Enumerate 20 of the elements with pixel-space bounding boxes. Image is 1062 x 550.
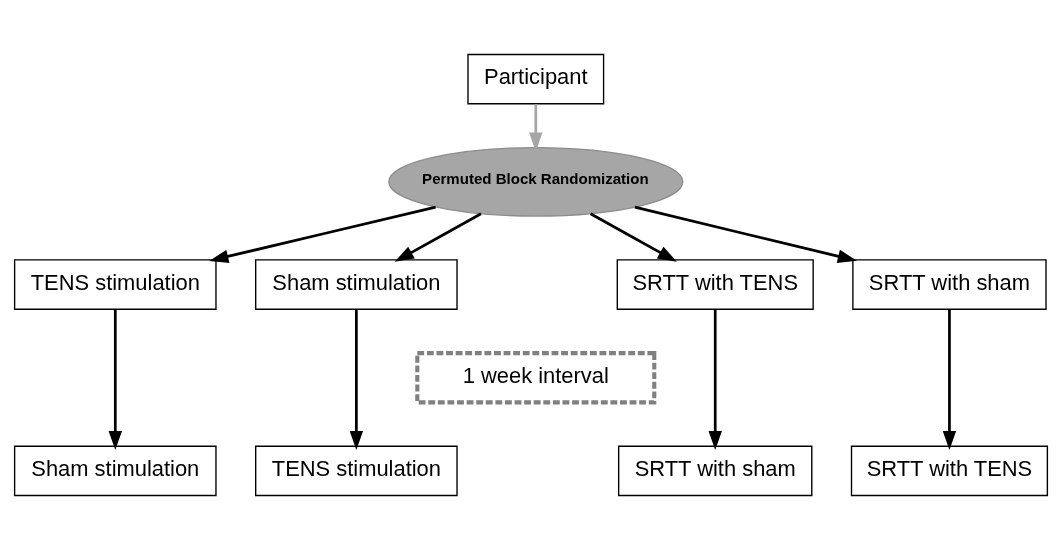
arrow xyxy=(529,104,543,152)
node-box: SRTT with TENS xyxy=(616,259,814,310)
node-box: SRTT with sham xyxy=(852,259,1047,310)
node-box: 1 week interval xyxy=(415,351,657,405)
arrow xyxy=(708,309,722,451)
node-box: TENS stimulation xyxy=(255,445,458,497)
node-box: SRTT with TENS xyxy=(850,445,1049,497)
node-box: Participant xyxy=(467,53,605,105)
arrow xyxy=(589,212,677,262)
node-box: Sham stimulation xyxy=(255,259,458,310)
arrow xyxy=(349,309,364,451)
arrow xyxy=(634,205,857,263)
arrow xyxy=(942,309,957,451)
node-ellipse: Permuted Block Randomization xyxy=(388,146,684,217)
node-box: SRTT with sham xyxy=(617,445,813,497)
arrow xyxy=(394,212,482,262)
arrow xyxy=(108,309,123,451)
node-box: TENS stimulation xyxy=(13,259,217,310)
node-box: Sham stimulation xyxy=(13,445,217,497)
arrow xyxy=(209,205,436,263)
